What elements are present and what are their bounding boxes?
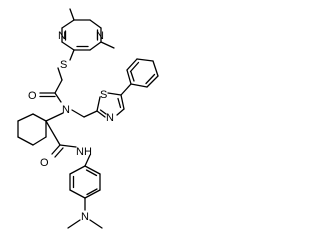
bond	[84, 189, 101, 199]
bond	[85, 169, 98, 177]
bond	[83, 110, 98, 118]
bond	[71, 109, 85, 118]
bond	[152, 60, 159, 77]
bond	[17, 136, 34, 146]
pyrimidine-nitrogen-label: N	[58, 30, 66, 42]
bond	[54, 147, 64, 158]
amide-oxygen-label: O	[28, 90, 37, 102]
bond	[100, 41, 115, 49]
bond	[126, 69, 132, 85]
bond	[86, 188, 98, 196]
bond	[116, 108, 125, 116]
bond	[32, 113, 47, 122]
bond	[130, 83, 148, 88]
bond	[17, 113, 34, 122]
dimethylamino-nitrogen-label: N	[81, 211, 89, 223]
bond	[45, 120, 61, 146]
bond	[54, 92, 62, 103]
bond	[130, 71, 135, 82]
bond	[99, 109, 107, 115]
bond	[84, 154, 91, 167]
bond	[67, 219, 81, 229]
bond	[59, 144, 77, 148]
atom-label-layer: N N S O N S N O NH N	[28, 30, 114, 223]
bond	[89, 219, 103, 229]
bond	[54, 79, 63, 94]
amide-nitrogen-label: N	[62, 104, 70, 116]
thiazole-sulfur-label: S	[100, 89, 107, 101]
bond	[51, 144, 61, 155]
thiazole-nitrogen-label: N	[106, 112, 114, 124]
pyrimidine-nitrogen-label: N	[96, 30, 104, 42]
bond	[96, 96, 101, 112]
bond	[126, 58, 138, 71]
bond	[61, 41, 75, 51]
bond	[32, 136, 47, 146]
bond	[129, 61, 140, 73]
bond	[120, 83, 132, 96]
bond	[84, 165, 101, 175]
bond	[69, 49, 75, 61]
bond-layer	[17, 8, 159, 229]
thioether-sulfur-label: S	[60, 59, 67, 71]
bond	[89, 41, 102, 51]
bond	[69, 8, 75, 21]
bond	[145, 73, 156, 85]
molecule-structure: N N S O N S N O NH N	[17, 8, 159, 229]
bond	[69, 165, 86, 175]
bond	[61, 19, 75, 29]
bond	[117, 97, 122, 109]
bond	[69, 189, 86, 199]
bond	[120, 94, 125, 110]
amide-nh-label: NH	[76, 146, 92, 158]
bond	[107, 92, 122, 96]
bond	[45, 112, 64, 122]
bond	[89, 19, 102, 29]
bond	[146, 75, 159, 88]
bond	[96, 110, 106, 118]
amide-oxygen-label: O	[40, 157, 49, 169]
bond	[57, 67, 63, 81]
bond	[136, 58, 154, 62]
